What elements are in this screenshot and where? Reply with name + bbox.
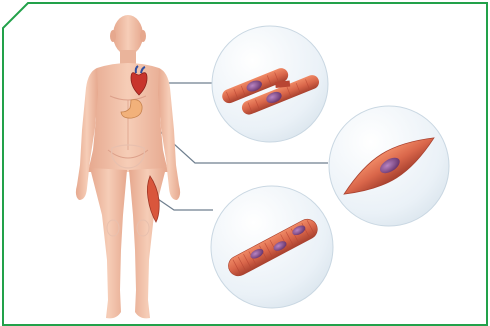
human-body-figure	[76, 15, 180, 318]
skeletal-muscle-callout	[211, 186, 333, 308]
smooth-muscle-callout	[329, 106, 449, 226]
skeletal-callout-line	[152, 195, 213, 210]
cardiac-muscle-callout	[212, 26, 328, 142]
